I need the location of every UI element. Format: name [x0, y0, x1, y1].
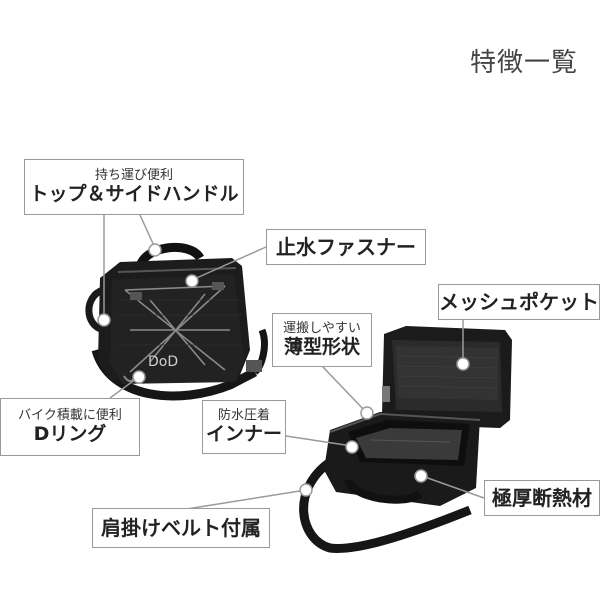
closed-bag-image: DoD [85, 242, 268, 401]
callout-thin-shape: 運搬しやすい 薄型形状 [272, 313, 372, 367]
callout-main-text: Dリング [33, 422, 107, 445]
leader-dots [97, 243, 470, 497]
callout-main-text: トップ＆サイドハンドル [29, 182, 239, 205]
callout-main-text: インナー [205, 422, 282, 445]
callout-main-text: 肩掛けベルト付属 [101, 515, 261, 540]
page-title: 特徴一覧 [470, 48, 579, 78]
callout-sub-text: バイク積載に便利 [18, 407, 122, 423]
callout-main-text: 止水ファスナー [276, 234, 416, 259]
callout-shoulder-belt: 肩掛けベルト付属 [92, 508, 270, 548]
callout-main-text: 極厚断熱材 [492, 485, 592, 510]
callout-mesh-pocket: メッシュポケット [438, 284, 600, 320]
leader-lines [103, 214, 485, 512]
callout-main-text: メッシュポケット [439, 289, 599, 314]
callout-sub-text: 防水圧着 [217, 407, 270, 423]
callout-sub-text: 持ち運び便利 [94, 167, 173, 183]
bag-logo: DoD [148, 354, 178, 370]
callout-d-ring: バイク積載に便利 Dリング [0, 398, 140, 456]
callout-sub-text: 運搬しやすい [283, 320, 361, 336]
callout-main-text: 薄型形状 [283, 335, 360, 358]
callout-top-side-handle: 持ち運び便利 トップ＆サイドハンドル [24, 159, 244, 215]
callout-waterproof-zipper: 止水ファスナー [266, 229, 426, 265]
open-bag-image [299, 326, 512, 553]
callout-thick-insulation: 極厚断熱材 [484, 480, 600, 516]
callout-waterproof-inner: 防水圧着 インナー [202, 400, 286, 454]
